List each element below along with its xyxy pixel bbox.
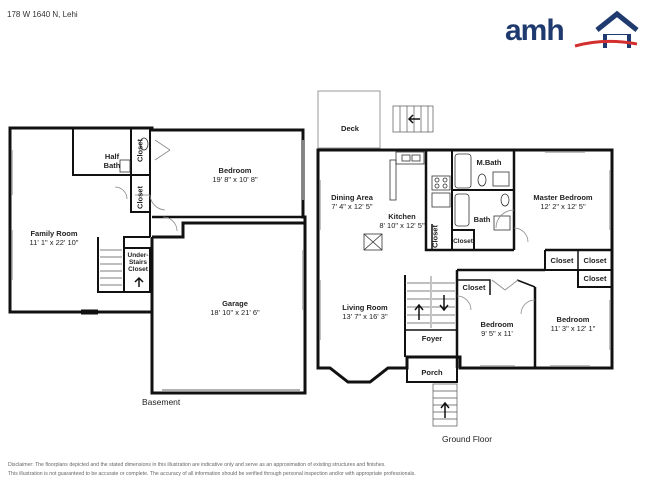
- amh-logo: amh: [505, 8, 640, 52]
- label-bath-closet: Closet: [452, 237, 474, 246]
- logo-house-icon: [574, 10, 639, 48]
- label-dining-area: Dining Area 7' 4" x 12' 5": [322, 193, 382, 211]
- label-basement-bedroom: Bedroom 19' 8" x 10' 8": [195, 166, 275, 184]
- living-room-name: Living Room: [342, 303, 388, 312]
- under-stairs-name: Under-Stairs Closet: [127, 252, 149, 273]
- basement-caption: Basement: [142, 397, 181, 407]
- label-porch: Porch: [415, 368, 449, 377]
- closet-k1-name: Closet: [430, 225, 440, 248]
- basement-stair-arrow-icon: [134, 276, 144, 287]
- ground-stair-down-arrow-icon: [439, 295, 449, 312]
- ground-outer-wall: [316, 148, 614, 384]
- label-bedroom-2: Bedroom 9' 5" x 11': [470, 320, 524, 338]
- label-bedroom-3: Bedroom 11' 3" x 12' 1": [540, 315, 606, 333]
- kitchen-name: Kitchen: [388, 212, 416, 221]
- closet-b3-name: Closet: [583, 274, 607, 283]
- label-master-bedroom: Master Bedroom 12' 2" x 12' 5": [528, 193, 598, 211]
- bedroom-3-name: Bedroom: [556, 315, 590, 324]
- family-room-dim: 11' 1" x 22' 10": [29, 238, 79, 247]
- closet-k2-name: Closet: [453, 238, 473, 245]
- deck: [317, 90, 381, 149]
- half-bath-wall: [72, 128, 150, 176]
- label-bedroom3-closet: Closet: [579, 274, 611, 283]
- bedroom-3-dim: 11' 3" x 12' 1": [550, 324, 596, 333]
- kitchen-fixtures: [363, 151, 451, 251]
- closet-m1-name: Closet: [550, 256, 574, 265]
- disclaimer: Disclaimer: The floorplans depicted and …: [8, 461, 416, 479]
- kitchen-dim: 8' 10" x 12' 5": [379, 221, 425, 230]
- closet-m2-name: Closet: [583, 256, 607, 265]
- garage-wall: [152, 221, 305, 239]
- label-half-bath: Half Bath: [98, 152, 126, 170]
- living-room-dim: 13' 7" x 16' 3": [342, 312, 388, 321]
- basement-windows: [11, 140, 304, 310]
- family-room-name: Family Room: [30, 229, 78, 238]
- porch-wall: [406, 357, 458, 383]
- label-family-room: Family Room 11' 1" x 22' 10": [24, 229, 84, 247]
- property-address: 178 W 1640 N, Lehi: [7, 10, 78, 19]
- bath-fixtures: [454, 153, 511, 231]
- bath-name: Bath: [473, 215, 491, 224]
- disclaimer-line-1: Disclaimer: The floorplans depicted and …: [8, 462, 386, 468]
- deck-name: Deck: [341, 124, 359, 133]
- ground-stair-treads: [407, 276, 455, 328]
- bedroom-2-dim: 9' 5" x 11': [481, 329, 513, 338]
- front-steps: [432, 383, 458, 427]
- ground-door-swings: [456, 209, 536, 315]
- closet-b2-name: Closet: [462, 283, 486, 292]
- label-master-closet-2: Closet: [579, 256, 611, 265]
- dining-name: Dining Area: [331, 193, 373, 202]
- front-steps-arrow-icon: [440, 401, 450, 418]
- basement-stair-treads: [100, 249, 122, 286]
- label-deck: Deck: [330, 124, 370, 133]
- basement-outer-wall: [8, 126, 307, 395]
- label-mbath: M.Bath: [472, 158, 506, 167]
- half-bath-toilet: [139, 137, 149, 151]
- closet-b-name: Closet: [135, 186, 145, 209]
- label-bath: Bath: [470, 215, 494, 224]
- master-bedroom-dim: 12' 2" x 12' 5": [540, 202, 586, 211]
- garage-name: Garage: [222, 299, 248, 308]
- deck-stair-arrow-icon: [407, 114, 420, 124]
- ground-windows: [319, 151, 611, 367]
- basement-bedroom-name: Bedroom: [218, 166, 252, 175]
- label-master-closet-1: Closet: [546, 256, 578, 265]
- label-basement-closet-b: Closet: [136, 178, 145, 218]
- disclaimer-line-2: This illustration is not guaranteed to b…: [8, 471, 416, 477]
- logo-text: amh: [505, 14, 565, 47]
- basement-plan: [8, 126, 307, 395]
- foyer-name: Foyer: [421, 334, 443, 343]
- ground-stair-arrow-icon: [414, 303, 424, 320]
- mbath-name: M.Bath: [476, 158, 502, 167]
- label-basement-closet-a: Closet: [136, 131, 145, 171]
- basement-bedroom-dim: 19' 8" x 10' 8": [212, 175, 258, 184]
- bedroom-2-name: Bedroom: [480, 320, 514, 329]
- label-kitchen: Kitchen 8' 10" x 12' 5": [372, 212, 432, 230]
- master-bedroom-name: Master Bedroom: [533, 193, 593, 202]
- label-kitchen-closet-1: Closet: [431, 222, 440, 252]
- closet-a-name: Closet: [135, 139, 145, 162]
- label-garage: Garage 18' 10" x 21' 6": [195, 299, 275, 317]
- porch-name: Porch: [421, 368, 443, 377]
- label-living-room: Living Room 13' 7" x 16' 3": [332, 303, 398, 321]
- dining-dim: 7' 4" x 12' 5": [331, 202, 373, 211]
- garage-dim: 18' 10" x 21' 6": [210, 308, 260, 317]
- half-bath-name: Half Bath: [103, 152, 121, 170]
- label-under-stairs-closet: Under-Stairs Closet: [126, 252, 150, 273]
- label-foyer: Foyer: [415, 334, 449, 343]
- basement-door-swings: [114, 139, 178, 232]
- ground-floor-caption: Ground Floor: [442, 434, 493, 444]
- label-bedroom2-closet: Closet: [458, 283, 490, 292]
- ground-plan: [316, 148, 614, 384]
